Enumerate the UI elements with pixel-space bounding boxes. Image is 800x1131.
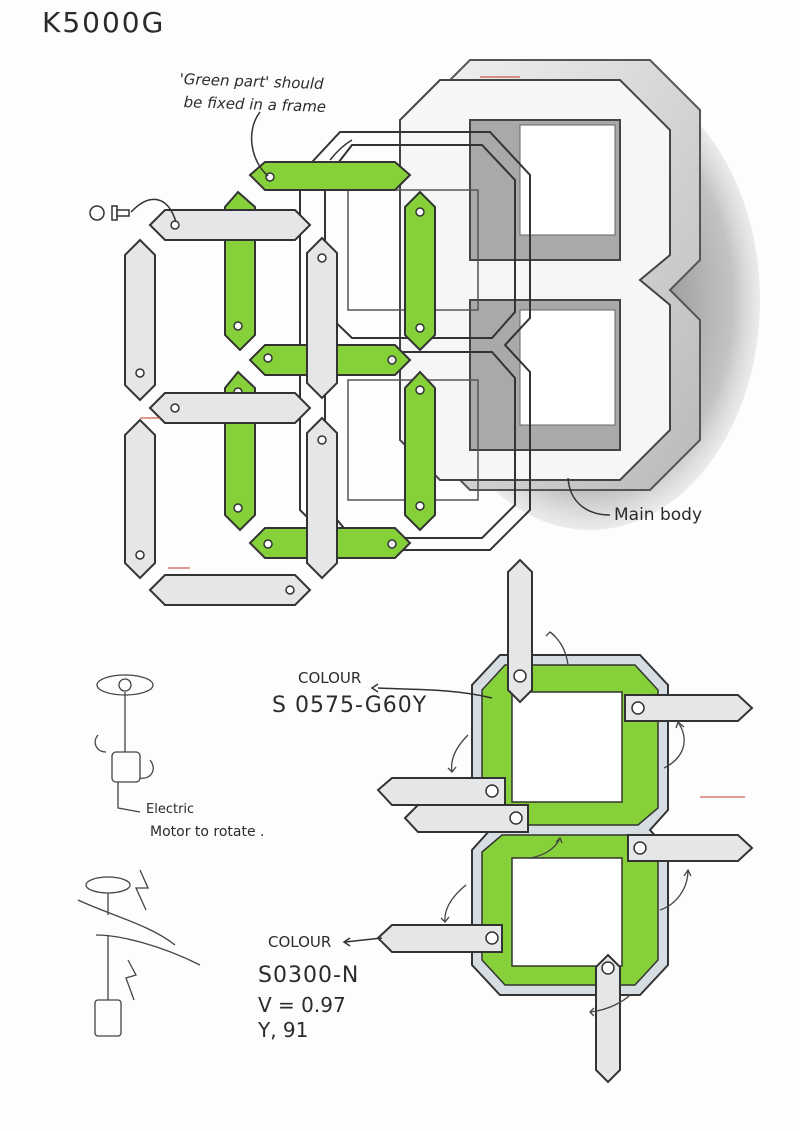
rotation-arrow-icon xyxy=(440,631,692,1017)
green-segment-top xyxy=(248,161,412,191)
grey-segment-upper-right xyxy=(306,236,338,400)
rot-segment-bottom xyxy=(595,953,621,1084)
grey-segment-top xyxy=(148,209,312,241)
rot-segment-upper-right xyxy=(624,694,754,722)
colour-1-leader xyxy=(377,687,493,699)
rot-segment-pivots xyxy=(485,669,647,975)
main-body-lower-window xyxy=(519,309,616,426)
grey-segment-upper-left xyxy=(124,238,156,402)
rot-segment-lower-right xyxy=(627,834,754,862)
colour-code-1: S 0575-G60Y xyxy=(272,693,428,718)
green-note-leader xyxy=(250,111,269,177)
screw-icon xyxy=(89,198,177,223)
grey-segments xyxy=(124,209,338,606)
lightning-arrow-icon xyxy=(77,869,201,1037)
motor-note-line-2: Motor to rotate . xyxy=(150,824,265,840)
rot-segment-upper-left xyxy=(376,777,506,806)
colour-y-value: Y, 91 xyxy=(258,1018,309,1042)
print-marks xyxy=(140,76,745,798)
colour-label-2: COLOUR xyxy=(268,933,332,951)
main-body-upper-window xyxy=(519,124,616,236)
rot-segment-middle xyxy=(403,804,529,833)
rot-segment-lower-left xyxy=(376,924,503,953)
colour-label-1: COLOUR xyxy=(298,669,362,687)
rot-segment-top xyxy=(507,558,533,704)
assembly-upper-window xyxy=(511,691,623,803)
grey-segment-lower-right xyxy=(306,416,338,580)
main-body-label: Main body xyxy=(614,505,703,525)
grey-segment-holes xyxy=(135,220,327,595)
motor-note-line-1: Electric xyxy=(146,802,195,817)
assembly-figure xyxy=(471,654,669,996)
frame-leader xyxy=(329,139,353,161)
grey-segment-bottom xyxy=(148,574,312,606)
assembly-rotating-segments xyxy=(376,558,754,1084)
assembly-lower-window xyxy=(511,857,623,967)
green-segment-upper-right xyxy=(404,190,436,352)
main-body-frame xyxy=(399,59,760,530)
sketch-title: K5000G xyxy=(42,6,166,39)
motor-icon xyxy=(94,674,154,813)
green-segment-lower-right xyxy=(404,370,436,532)
grey-segment-lower-left xyxy=(124,418,156,580)
grey-segment-middle xyxy=(148,392,312,424)
colour-code-2: S0300-N xyxy=(258,963,360,988)
main-body-leader xyxy=(567,477,611,516)
colour-v-value: V = 0.97 xyxy=(258,993,346,1017)
colour-2-leader xyxy=(344,937,383,943)
